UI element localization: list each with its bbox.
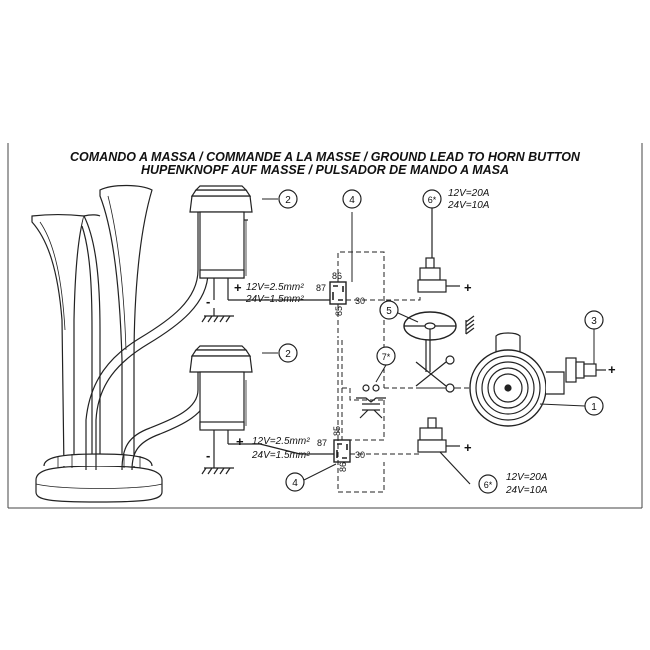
title-line-1: COMANDO A MASSA / COMMANDE A LA MASSE / … (70, 150, 580, 164)
fuse-top-24v: 24V=10A (447, 200, 490, 211)
relay-bottom-pin-86: 86 (338, 462, 348, 472)
steering-wheel (403, 311, 457, 372)
plus-fuse-top: + (464, 280, 472, 295)
cut-mark (415, 355, 455, 393)
ground-symbol-top (201, 308, 234, 323)
air-hoses (85, 212, 209, 471)
wire-spec-top-24v: 24V=1.5mm² (245, 294, 304, 305)
relay-top-pin-85: 85 (334, 306, 344, 316)
relay-bottom-pin-87: 87 (317, 438, 327, 448)
relay-bottom (333, 439, 351, 463)
trumpet-right (99, 184, 153, 471)
plus-compressor-top: + (234, 280, 242, 295)
electric-horn (469, 332, 606, 427)
plus-compressor-bottom: + (236, 434, 244, 449)
callout-6-bottom-circle (478, 474, 498, 494)
switch-7 (356, 384, 386, 419)
horn-base (35, 453, 163, 503)
callout-leaders (262, 198, 595, 481)
relay-top-pin-87: 87 (316, 283, 326, 293)
trumpet-left (31, 213, 101, 471)
callout-4-bottom-label: 4 (292, 478, 298, 489)
fuse-bottom-24v: 24V=10A (505, 485, 548, 496)
callout-7-circle (376, 346, 396, 366)
compressor-bottom (189, 345, 253, 460)
callout-4-top-label: 4 (349, 195, 355, 206)
callout-2-bottom-label: 2 (285, 349, 291, 360)
callout-3-circle (584, 310, 604, 330)
power-wires (228, 299, 334, 455)
title-line-2: HUPENKNOPF AUF MASSE / PULSADOR DE MANDO… (140, 163, 510, 177)
callout-3-label: 3 (591, 316, 597, 327)
fuse-bottom (417, 417, 471, 485)
wire-spec-top-12v: 12V=2.5mm² (246, 282, 304, 293)
plus-fuse-bottom: + (464, 440, 472, 455)
fuse-top-12v: 12V=20A (448, 188, 490, 199)
minus-compressor-top: - (206, 294, 210, 309)
fuse-bottom-12v: 12V=20A (506, 472, 548, 483)
ground-hatch-steering (465, 315, 475, 335)
callout-6-top-label: 6* (428, 195, 437, 205)
callout-4-bottom-circle (285, 472, 305, 492)
plus-connector: + (608, 362, 616, 377)
callout-7-label: 7* (382, 352, 391, 362)
relay-top-pin-30: 30 (355, 296, 365, 306)
callout-6-bottom-label: 6* (484, 480, 493, 490)
callout-1-circle (584, 396, 604, 416)
relay-top (329, 281, 347, 305)
callout-2-bottom-circle (278, 343, 298, 363)
callout-2-top-circle (278, 189, 298, 209)
callout-6-top-circle (422, 189, 442, 209)
callout-1-label: 1 (591, 402, 597, 413)
relay-top-pin-86: 86 (332, 271, 342, 281)
relay-bottom-pin-85: 85 (332, 426, 342, 436)
trumpet-middle (81, 215, 101, 471)
callout-5-circle (379, 300, 399, 320)
compressor-top (189, 185, 253, 300)
relay-bottom-pin-30: 30 (355, 450, 365, 460)
fuse-top (417, 206, 460, 293)
minus-compressor-bottom: - (206, 448, 210, 463)
callout-5-label: 5 (386, 306, 392, 317)
wire-spec-bottom-12v: 12V=2.5mm² (252, 436, 310, 447)
ground-symbol-bottom (201, 460, 234, 475)
wire-spec-bottom-24v: 24V=1.5mm² (251, 450, 310, 461)
callout-2-top-label: 2 (285, 195, 291, 206)
callout-4-top-circle (342, 189, 362, 209)
